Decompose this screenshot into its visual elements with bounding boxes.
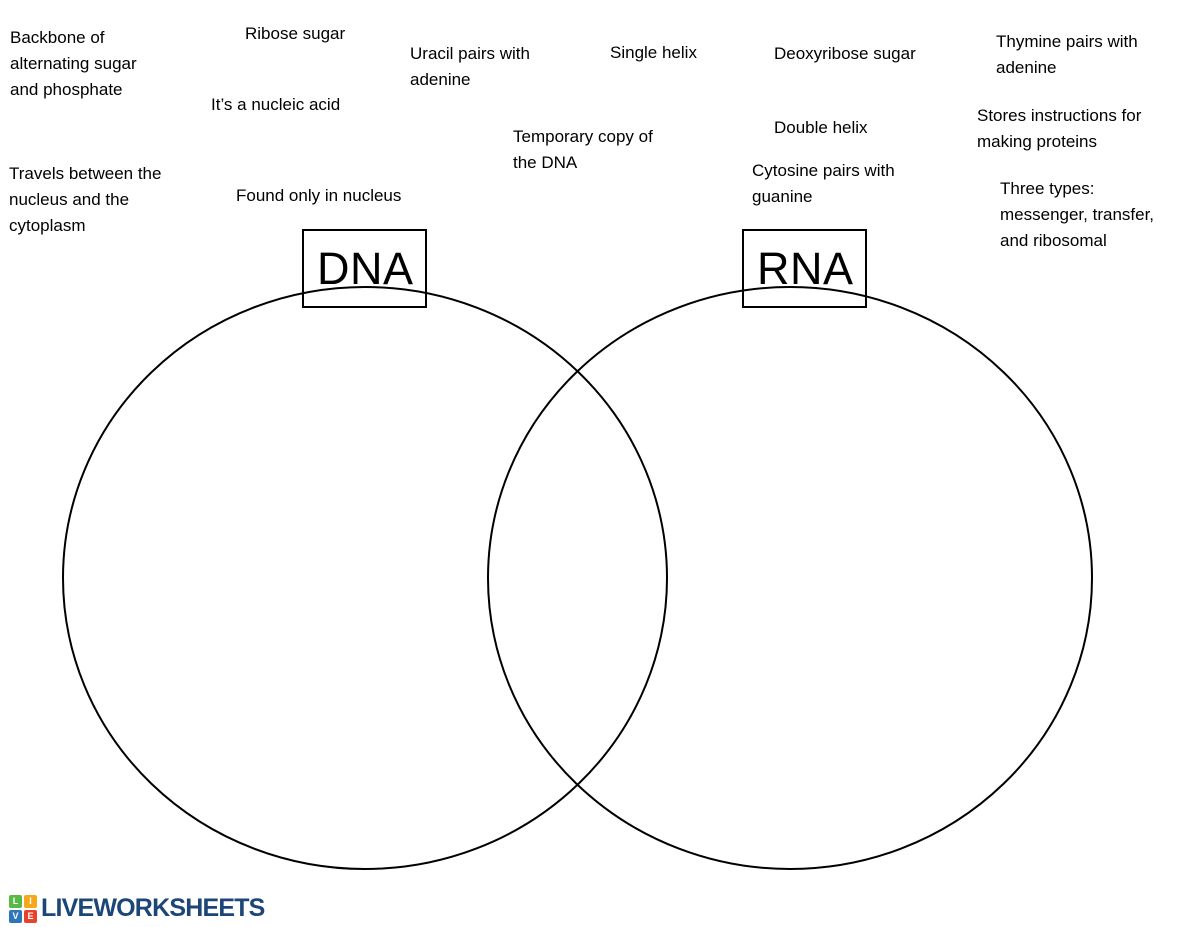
word-bank-item-ribose-sugar[interactable]: Ribose sugar	[245, 24, 346, 43]
word-bank-item-deoxyribose-sugar[interactable]: Deoxyribose sugar	[774, 44, 916, 63]
word-bank-item-found-in-nucleus[interactable]: Found only in nucleus	[236, 186, 402, 205]
word-bank-item-temporary-copy[interactable]: Temporary copy of the DNA	[513, 127, 653, 172]
dna-label-box: DNA	[302, 229, 427, 308]
liveworksheets-logo: L I V E LIVEWORKSHEETS	[9, 894, 265, 923]
word-bank-item-cytosine-guanine[interactable]: Cytosine pairs with guanine	[752, 161, 895, 206]
word-bank-item-uracil-adenine[interactable]: Uracil pairs with adenine	[410, 44, 530, 89]
word-bank-item-thymine-adenine[interactable]: Thymine pairs with adenine	[996, 32, 1138, 77]
rna-label-box: RNA	[742, 229, 867, 308]
logo-square-l: L	[9, 894, 22, 908]
liveworksheets-brand-text: LIVEWORKSHEETS	[41, 894, 265, 922]
word-bank-item-three-types[interactable]: Three types: messenger, transfer, and ri…	[1000, 179, 1155, 250]
logo-square-v: V	[9, 909, 22, 923]
word-bank-item-backbone[interactable]: Backbone of alternating sugar and phosph…	[10, 28, 137, 99]
liveworksheets-logo-icon: L I V E	[9, 894, 37, 923]
rna-label: RNA	[757, 243, 854, 294]
venn-circle-rna	[487, 286, 1093, 870]
venn-circle-dna	[62, 286, 668, 870]
word-bank-item-double-helix[interactable]: Double helix	[774, 118, 868, 137]
dna-label: DNA	[317, 243, 414, 294]
word-bank-item-nucleic-acid[interactable]: It’s a nucleic acid	[211, 95, 341, 114]
word-bank-item-stores-instructions[interactable]: Stores instructions for making proteins	[977, 106, 1142, 151]
logo-square-i: I	[24, 894, 37, 908]
word-bank-item-single-helix[interactable]: Single helix	[610, 43, 697, 62]
word-bank-item-travels-nucleus[interactable]: Travels between the nucleus and the cyto…	[9, 164, 162, 235]
logo-square-e: E	[24, 909, 37, 923]
